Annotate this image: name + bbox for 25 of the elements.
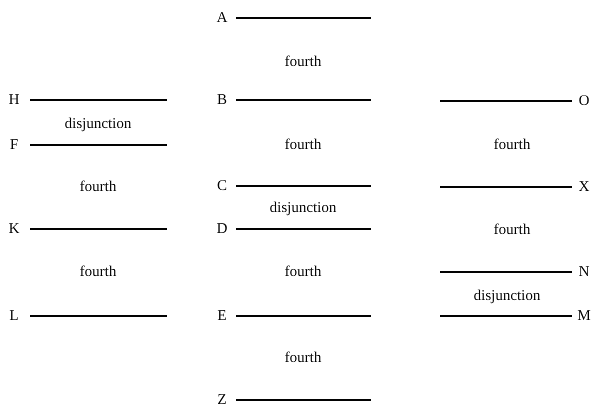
note-letter: N (578, 263, 590, 281)
interval-label: fourth (494, 136, 530, 154)
note-letter: Z (217, 391, 227, 409)
interval-label: fourth (80, 263, 116, 281)
note-letter: L (9, 307, 19, 325)
interval-label: fourth (284, 53, 322, 71)
note-letter: B (217, 91, 227, 109)
note-letter: D (216, 220, 228, 238)
note-letter: M (577, 307, 591, 325)
note-letter: C (217, 177, 227, 195)
interval-label: fourth (80, 178, 116, 196)
interval-label: fourth (284, 349, 322, 367)
interval-label: fourth (284, 263, 322, 281)
note-letter: F (10, 136, 18, 154)
note-letter: X (578, 178, 590, 196)
note-letter: O (578, 92, 590, 110)
interval-label: fourth (494, 221, 530, 239)
interval-label: disjunction (270, 199, 336, 217)
note-letter: K (8, 220, 20, 238)
interval-label: fourth (284, 136, 322, 154)
interval-label: disjunction (64, 115, 132, 133)
note-letter: H (8, 91, 20, 109)
note-letter: E (217, 307, 227, 325)
interval-label: disjunction (474, 287, 540, 305)
note-letter: A (216, 9, 228, 27)
